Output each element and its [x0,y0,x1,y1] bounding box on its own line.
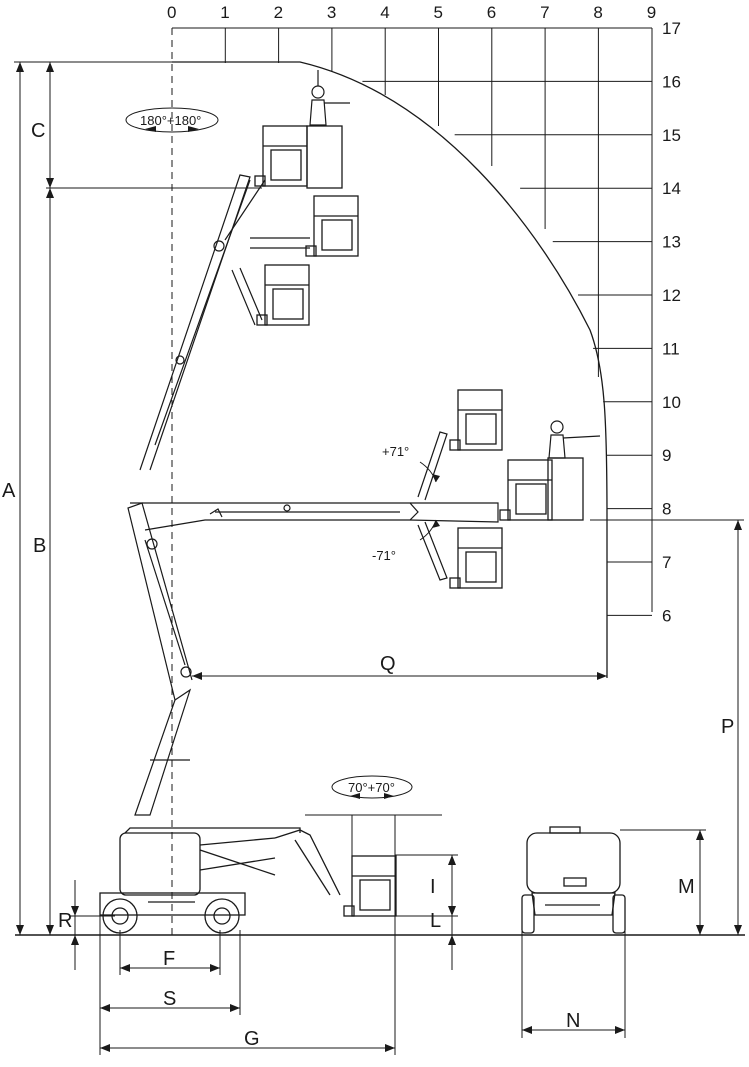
y-tick-label: 11 [662,339,680,358]
dim-label-f: F [163,948,175,970]
jib-rotation-indicator: 70°+70° [331,775,413,799]
platform-basket [254,125,308,187]
y-tick-label: 17 [662,19,681,38]
y-tick-label: 13 [662,233,681,252]
dimension-lines [14,61,744,1055]
y-tick-label: 16 [662,72,681,91]
jib-down-angle-label: -71° [372,548,396,563]
reach-envelope [172,61,608,678]
y-tick-label: 15 [662,126,681,145]
dimension-arrows [16,62,742,1052]
y-axis-ticks: 17 16 15 14 13 12 11 10 9 8 7 6 [662,19,681,625]
x-axis-ticks: 0 1 2 3 4 5 6 7 8 9 [167,3,656,22]
dim-label-g: G [244,1028,260,1050]
dim-label-r: R [58,910,72,932]
dim-label-q: Q [380,653,396,675]
dim-label-p: P [721,716,734,738]
y-tick-label: 6 [662,606,671,625]
platform-basket [343,855,397,917]
x-tick-label: 4 [380,3,389,22]
y-tick-label: 12 [662,286,681,305]
platform-basket [305,195,359,257]
dim-label-n: N [566,1010,580,1032]
base-chassis-side [99,827,341,934]
jib-rotation-label: 70°+70° [348,780,395,795]
platform-basket [449,389,503,451]
platform-basket [256,264,310,326]
x-tick-label: 9 [647,3,656,22]
x-tick-label: 5 [434,3,443,22]
jib-up-angle-label: +71° [382,444,409,459]
x-tick-label: 6 [487,3,496,22]
y-tick-label: 14 [662,179,681,198]
dim-label-s: S [163,988,176,1010]
platform-basket [499,459,553,521]
x-tick-label: 0 [167,3,176,22]
dim-label-b: B [33,535,46,557]
machine-drawing [127,70,601,816]
y-tick-label: 10 [662,393,681,412]
turret-rotation-indicator: 180°+180° [125,107,219,133]
reach-grid [172,27,653,616]
jib-angle-arcs [419,461,440,541]
turret-rotation-label: 180°+180° [140,113,201,128]
dim-label-i: I [430,876,436,898]
y-tick-label: 7 [662,553,671,572]
operator-deck [306,125,343,189]
x-tick-label: 8 [593,3,602,22]
dim-label-a: A [2,480,16,502]
platform-positions [254,125,584,917]
base-chassis-front [521,826,626,934]
dim-label-m: M [678,876,695,898]
dim-label-l: L [430,910,441,932]
x-tick-label: 1 [220,3,229,22]
x-tick-label: 3 [327,3,336,22]
platform-basket [449,527,503,589]
y-tick-label: 9 [662,446,671,465]
x-tick-label: 7 [540,3,549,22]
operator-deck [547,457,584,521]
dim-label-c: C [31,120,45,142]
y-tick-label: 8 [662,500,671,519]
x-tick-label: 2 [274,3,283,22]
